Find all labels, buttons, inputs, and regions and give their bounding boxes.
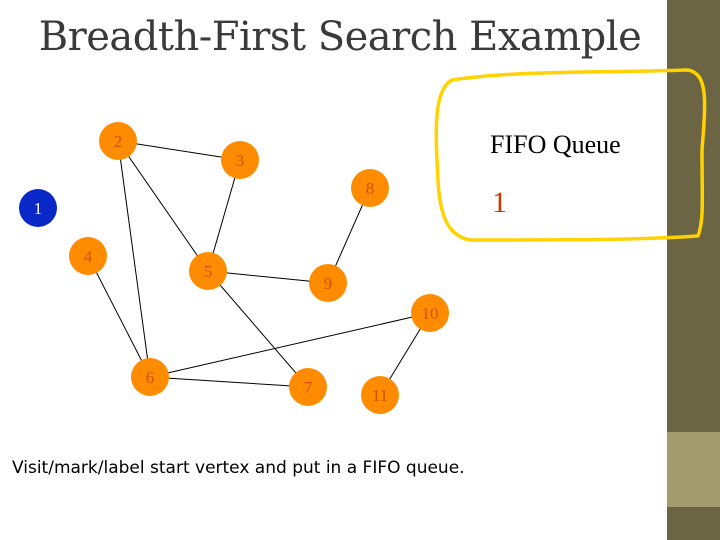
node-label: 6 <box>146 368 155 387</box>
graph-edges <box>87 140 431 396</box>
node-circle <box>221 141 259 179</box>
node-2: 2 <box>99 122 137 160</box>
edge-3-5 <box>207 159 241 272</box>
node-4: 4 <box>69 237 107 275</box>
sidebar-divider <box>665 0 667 540</box>
node-label: 1 <box>34 199 43 218</box>
slide-title: Breadth-First Search Example <box>38 14 642 60</box>
queue-highlight-outline <box>434 68 707 242</box>
node-circle <box>131 358 169 396</box>
node-circle <box>361 376 399 414</box>
node-label: 4 <box>84 247 93 266</box>
node-5: 5 <box>189 252 227 290</box>
node-label: 2 <box>114 132 123 151</box>
node-label: 8 <box>366 179 375 198</box>
edge-2-6 <box>117 140 151 378</box>
node-6: 6 <box>131 358 169 396</box>
edge-5-7 <box>207 270 309 388</box>
node-8: 8 <box>351 169 389 207</box>
node-circle <box>411 294 449 332</box>
node-11: 11 <box>361 376 399 414</box>
queue-item: 1 <box>492 186 507 219</box>
node-10: 10 <box>411 294 449 332</box>
sidebar-bottom-block <box>667 507 720 540</box>
node-circle <box>99 122 137 160</box>
node-label: 3 <box>236 151 245 170</box>
node-label: 7 <box>304 378 313 397</box>
caption: Visit/mark/label start vertex and put in… <box>12 458 465 478</box>
node-label: 10 <box>422 304 439 323</box>
node-1: 1 <box>19 189 57 227</box>
node-circle <box>189 252 227 290</box>
node-circle <box>69 237 107 275</box>
node-label: 5 <box>204 262 213 281</box>
node-label: 11 <box>372 386 388 405</box>
edge-6-7 <box>149 376 309 388</box>
node-9: 9 <box>309 264 347 302</box>
edge-2-3 <box>117 140 241 161</box>
edge-6-10 <box>149 312 431 378</box>
graph-nodes: 1 2 3 4 5 6 7 8 9 10 11 <box>19 122 449 414</box>
sidebar-accent-block <box>667 432 720 507</box>
node-circle <box>351 169 389 207</box>
edge-4-6 <box>87 255 151 378</box>
edge-5-9 <box>207 270 329 284</box>
node-7: 7 <box>289 368 327 406</box>
queue-title: FIFO Queue <box>490 130 621 159</box>
edge-2-5 <box>117 140 209 272</box>
node-circle <box>19 189 57 227</box>
node-label: 9 <box>324 274 333 293</box>
node-circle <box>289 368 327 406</box>
node-3: 3 <box>221 141 259 179</box>
node-circle <box>309 264 347 302</box>
